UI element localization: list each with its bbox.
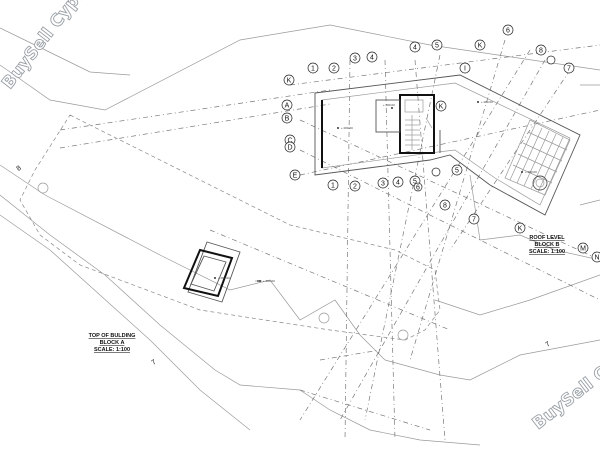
grid-label: 3 — [381, 181, 385, 188]
grid-label: I — [464, 66, 466, 73]
block-a-title-line: BLOCK A — [100, 340, 125, 346]
grid-bubbles-left: K A B C D E — [281, 74, 301, 181]
grid-label: B — [285, 116, 290, 123]
grid-label: D — [287, 145, 292, 152]
block-b-title-line: BLOCK B — [534, 242, 559, 248]
level-label: + 000.00 — [525, 170, 537, 174]
grid-bubbles-right: 8 7 — [535, 44, 575, 74]
block-b-title-line: SCALE: 1:100 — [529, 249, 565, 255]
grid-label: 8 — [16, 165, 23, 173]
grid-label: 6 — [416, 185, 420, 192]
block-a-title: TOP OF BULDING BLOCK A SCALE: 1:100 — [89, 333, 136, 353]
level-markers: + 000.00 + 000.00 + 000.00 + 000.00 + 00… — [214, 100, 537, 283]
watermark-top-left: BuySell Cyprus — [0, 0, 102, 93]
watermark-bottom-right: BuySell Cyprus — [529, 330, 600, 434]
grid-label: K — [439, 104, 444, 111]
grid-label: C — [287, 138, 292, 145]
block-b-roof — [314, 74, 581, 216]
block-a-outline — [19, 114, 441, 341]
grid-label: K — [478, 43, 483, 50]
grid-label: 7 — [472, 217, 476, 224]
grid-label: 7 — [567, 66, 571, 73]
level-label: + 000.00 — [383, 103, 395, 107]
level-label: + 000.00 — [481, 100, 493, 104]
grid-label: 8 — [539, 48, 543, 55]
grid-label: 5 — [413, 179, 417, 186]
grid-label: 2 — [353, 184, 357, 191]
block-b-title-line: ROOF LEVEL — [529, 235, 565, 241]
level-label: + 000.00 — [341, 126, 353, 130]
grid-label: 4 — [413, 45, 417, 52]
grid-label: 1 — [311, 66, 315, 73]
block-a-title-line: TOP OF BULDING — [89, 333, 136, 339]
grid-label: 3 — [353, 56, 357, 63]
grid-label: 5 — [435, 43, 439, 50]
level-label: + 000.00 — [218, 276, 230, 280]
grid-lines — [59, 39, 600, 441]
grid-label: 2 — [332, 66, 336, 73]
level-label: + 000.00 — [263, 279, 275, 283]
grid-label: 1 — [331, 183, 335, 190]
grid-label: N — [594, 255, 599, 262]
grid-label: 6 — [506, 28, 510, 35]
grid-bubbles-bottom: 1 2 3 4 5 6 5 7 8 — [327, 164, 480, 225]
grid-label: 7 — [151, 359, 158, 367]
grid-label: K — [518, 226, 523, 233]
grid-label: K — [287, 78, 292, 85]
site-boundary — [0, 24, 600, 446]
grid-label: 7 — [545, 341, 552, 349]
grid-label: A — [285, 103, 290, 110]
grid-label: 4 — [370, 55, 374, 62]
grid-label: M — [580, 246, 586, 253]
grid-label: 4 — [396, 180, 400, 187]
grid-label: E — [293, 173, 298, 180]
grid-label: 5 — [455, 168, 459, 175]
block-a-core — [182, 241, 262, 303]
block-b-title: ROOF LEVEL BLOCK B SCALE: 1:100 — [529, 235, 565, 255]
grid-label: 8 — [443, 203, 447, 210]
grid-bubbles-misc: K I K K M N 8 7 7 — [16, 39, 600, 367]
grid-bubbles-top: 1 2 3 4 4 5 6 — [307, 24, 514, 74]
block-a-title-line: SCALE: 1:100 — [94, 347, 130, 353]
